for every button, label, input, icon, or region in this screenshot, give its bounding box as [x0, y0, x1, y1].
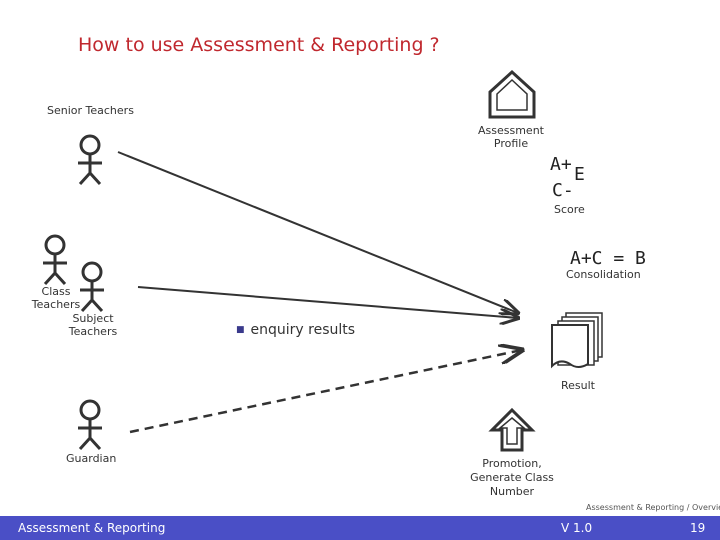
footer-bar: Assessment & Reporting V 1.0 19 — [0, 516, 720, 540]
grade-e: E — [574, 164, 585, 185]
grade-c-minus: C- — [552, 180, 574, 201]
result-documents-icon — [551, 312, 603, 369]
promotion-line1: Promotion, — [482, 457, 542, 470]
class-teachers-label-line1: Class — [41, 285, 71, 298]
class-teachers-label: Class Teachers — [28, 285, 84, 311]
assessment-profile-label: Assessment Profile — [478, 124, 544, 150]
subject-teachers-label-line2: Teachers — [68, 325, 118, 338]
grade-a-plus: A+ — [550, 154, 572, 175]
promotion-up-arrow-icon — [488, 407, 536, 452]
consolidation-label: Consolidation — [566, 268, 641, 281]
assessment-profile-house-icon — [488, 69, 536, 119]
subject-teachers-label: Subject Teachers — [66, 312, 120, 338]
result-label: Result — [561, 379, 595, 392]
score-label: Score — [554, 203, 585, 216]
footer-title: Assessment & Reporting — [18, 521, 166, 535]
slide-title: How to use Assessment & Reporting ? — [78, 34, 440, 56]
subject-teacher-figure — [80, 261, 104, 313]
guardian-label: Guardian — [66, 452, 117, 465]
senior-teachers-label: Senior Teachers — [47, 104, 134, 117]
teachers-arrow — [137, 286, 518, 318]
enquiry-results-text: enquiry results — [250, 322, 356, 338]
guardian-figure — [78, 399, 102, 451]
guardian-arrow — [129, 350, 522, 434]
subject-teachers-label-line1: Subject — [72, 312, 114, 325]
footer-breadcrumb: Assessment & Reporting / Overview — [586, 503, 720, 512]
promotion-label: Promotion, Generate Class Number — [466, 457, 558, 499]
senior-teacher-arrow — [117, 151, 518, 313]
assessment-profile-line1: Assessment — [478, 124, 544, 137]
consolidation-formula: A+C = B — [570, 248, 646, 269]
promotion-line2: Generate Class — [470, 471, 554, 484]
page-number: 19 — [690, 521, 706, 535]
assessment-profile-line2: Profile — [493, 137, 529, 150]
promotion-line3: Number — [489, 485, 535, 498]
class-teachers-label-line2: Teachers — [31, 298, 81, 311]
enquiry-results-bullet: ■ enquiry results — [236, 322, 355, 338]
footer-version: V 1.0 — [561, 521, 593, 535]
bullet-icon: ■ — [236, 325, 245, 335]
senior-teacher-figure — [78, 134, 102, 186]
class-teacher-figure — [43, 234, 67, 286]
